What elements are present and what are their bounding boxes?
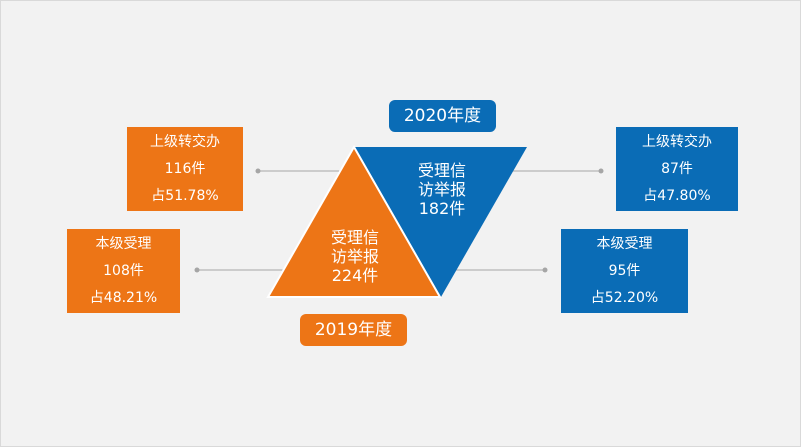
box-2020-lower-label: 本级受理	[596, 236, 653, 252]
connector-dot	[542, 267, 548, 273]
box-2020-upper-count: 87件	[661, 161, 693, 177]
year-2020-tag: 2020年度	[389, 100, 496, 132]
triangle-2019-line3: 224件	[331, 266, 379, 285]
connector-dot	[194, 267, 200, 273]
triangle-2019	[266, 144, 442, 298]
box-2020-lower: 本级受理 95件 占52.20%	[561, 229, 688, 313]
box-2020-upper: 上级转交办 87件 占47.80%	[616, 127, 738, 211]
box-2019-upper-label: 上级转交办	[150, 134, 220, 150]
box-2020-lower-percent: 占52.20%	[590, 290, 659, 306]
box-2019-lower: 本级受理 108件 占48.21%	[67, 229, 180, 313]
triangle-2019-label: 受理信 访举报 224件	[295, 228, 415, 285]
triangle-2020-line3: 182件	[418, 199, 466, 218]
box-2019-upper-percent: 占51.78%	[151, 188, 219, 204]
triangle-2020-line2: 访举报	[417, 180, 466, 199]
box-2019-upper-count: 116件	[164, 161, 206, 177]
box-2020-upper-label: 上级转交办	[642, 134, 712, 150]
triangle-2019-line1: 受理信	[330, 228, 379, 247]
connector-dot	[598, 168, 604, 174]
box-2019-lower-percent: 占48.21%	[89, 290, 158, 306]
box-2019-lower-count: 108件	[103, 263, 144, 279]
box-2020-lower-count: 95件	[608, 263, 641, 279]
triangle-2020	[355, 147, 527, 297]
triangle-2020-line1: 受理信	[417, 161, 466, 180]
box-2020-upper-percent: 占47.80%	[643, 188, 711, 204]
box-2019-lower-label: 本级受理	[95, 236, 152, 252]
year-2019-tag: 2019年度	[300, 314, 407, 346]
connector-dot	[255, 168, 261, 174]
triangle-2019-line2: 访举报	[330, 247, 379, 266]
box-2019-upper: 上级转交办 116件 占51.78%	[127, 127, 243, 211]
triangle-2020-label: 受理信 访举报 182件	[382, 161, 502, 218]
